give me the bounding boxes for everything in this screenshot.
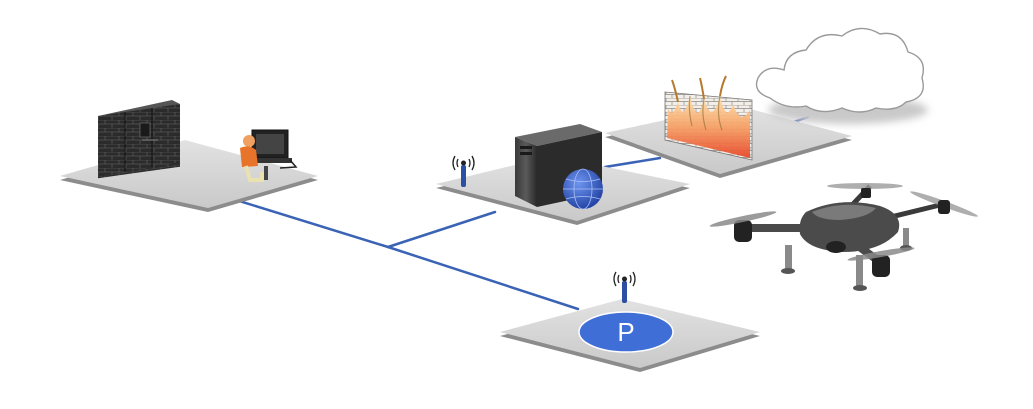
server-rack-icon [98,100,180,179]
drone-icon [709,183,978,291]
operator-workstation-icon [240,129,298,182]
link-datacenter-junction [234,198,390,249]
landing-pad-letter: P [617,317,634,347]
link-junction-landingpad [386,245,580,311]
landing-pad-marker: P [578,311,674,353]
link-server-firewall [603,156,662,169]
firewall-icon [664,75,753,161]
link-junction-server [386,210,497,249]
cloud-icon [755,27,928,124]
antenna-icon-landing-pad [613,271,636,303]
antenna-icon-server [452,155,475,187]
operator-head-icon [243,135,255,147]
datacenter-platform [60,140,318,212]
globe-icon [563,168,603,210]
